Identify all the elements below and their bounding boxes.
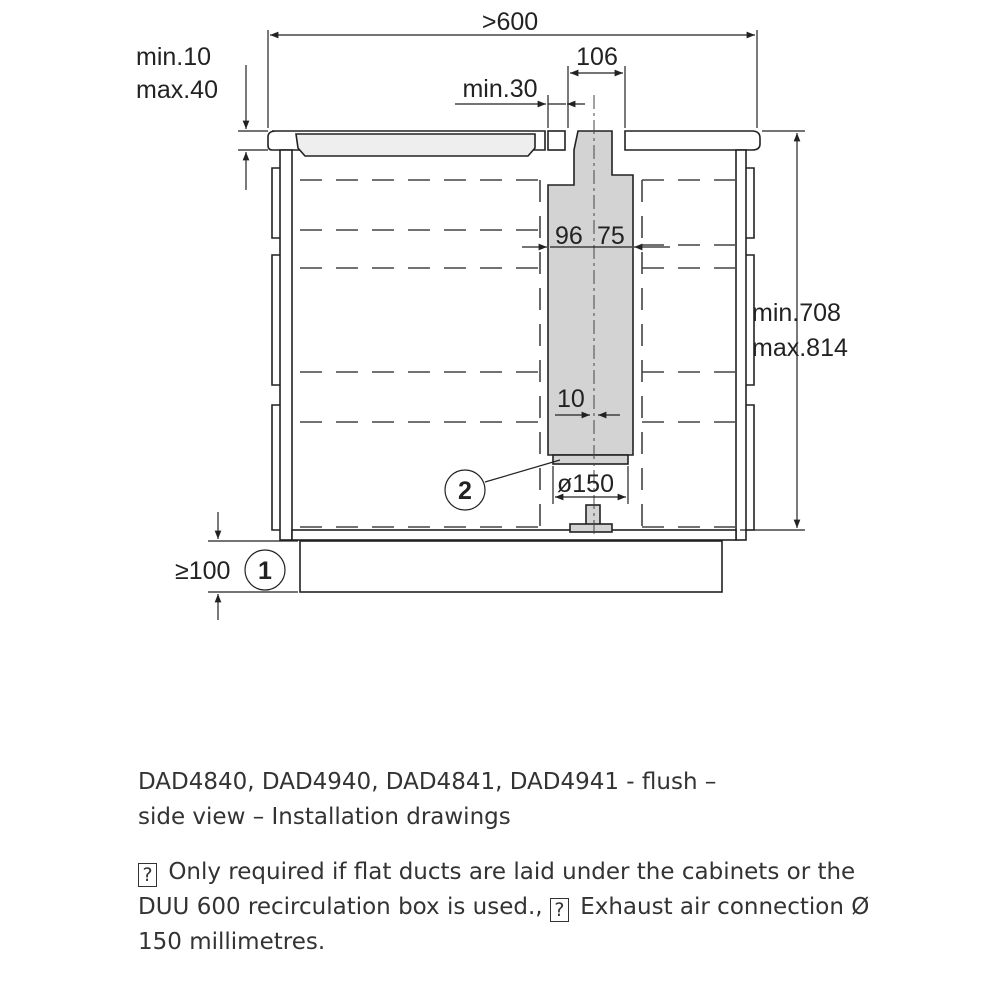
hob-filler [547,130,566,151]
callout-2: 2 [458,477,472,505]
foot [585,504,601,526]
dim-total-width: >600 [482,8,538,36]
note-part-4: connection Ø 150 millimetres. [138,894,870,955]
marker-1-icon: ? [138,863,157,887]
marker-2-icon: ? [549,898,569,922]
dim-duct-diameter: ø150 [557,470,614,498]
dim-right-offset: 75 [597,222,625,250]
hob-tray [295,133,536,157]
plinth [299,540,723,593]
note-part-3: Exhaust air [580,894,710,920]
foot-base [569,523,613,533]
cabinet-right-side [735,149,747,541]
dim-worktop-min: min.10 [136,43,211,71]
duct-connector [552,454,629,465]
dim-left-offset: 96 [555,222,583,250]
callout-circle-1 [244,549,286,591]
cabinet-left-side [279,149,293,541]
note: ? Only required if flat ducts are laid u… [138,855,878,960]
caption-line-1: DAD4840, DAD4940, DAD4841, DAD4941 - flu… [138,769,717,795]
note-part-1: Only required if flat ducts are laid und… [168,859,780,885]
dim-height-max: max.814 [752,334,848,362]
note-part-2: or the DUU 600 recirculation box is used… [138,859,856,920]
dim-worktop-max: max.40 [136,76,218,104]
dim-plinth: ≥100 [175,557,230,585]
callout-1: 1 [258,557,272,585]
caption: DAD4840, DAD4940, DAD4841, DAD4941 - flu… [138,765,716,835]
dim-vent-width: 106 [576,43,618,71]
callout-circle-2 [444,469,486,511]
worktop-right [624,130,761,151]
caption-line-2: side view – Installation drawings [138,804,511,830]
dim-center-offset: 10 [557,385,585,413]
dim-gap: min.30 [462,75,537,103]
dim-height-min: min.708 [752,299,841,327]
cabinet-bottom [291,529,737,541]
